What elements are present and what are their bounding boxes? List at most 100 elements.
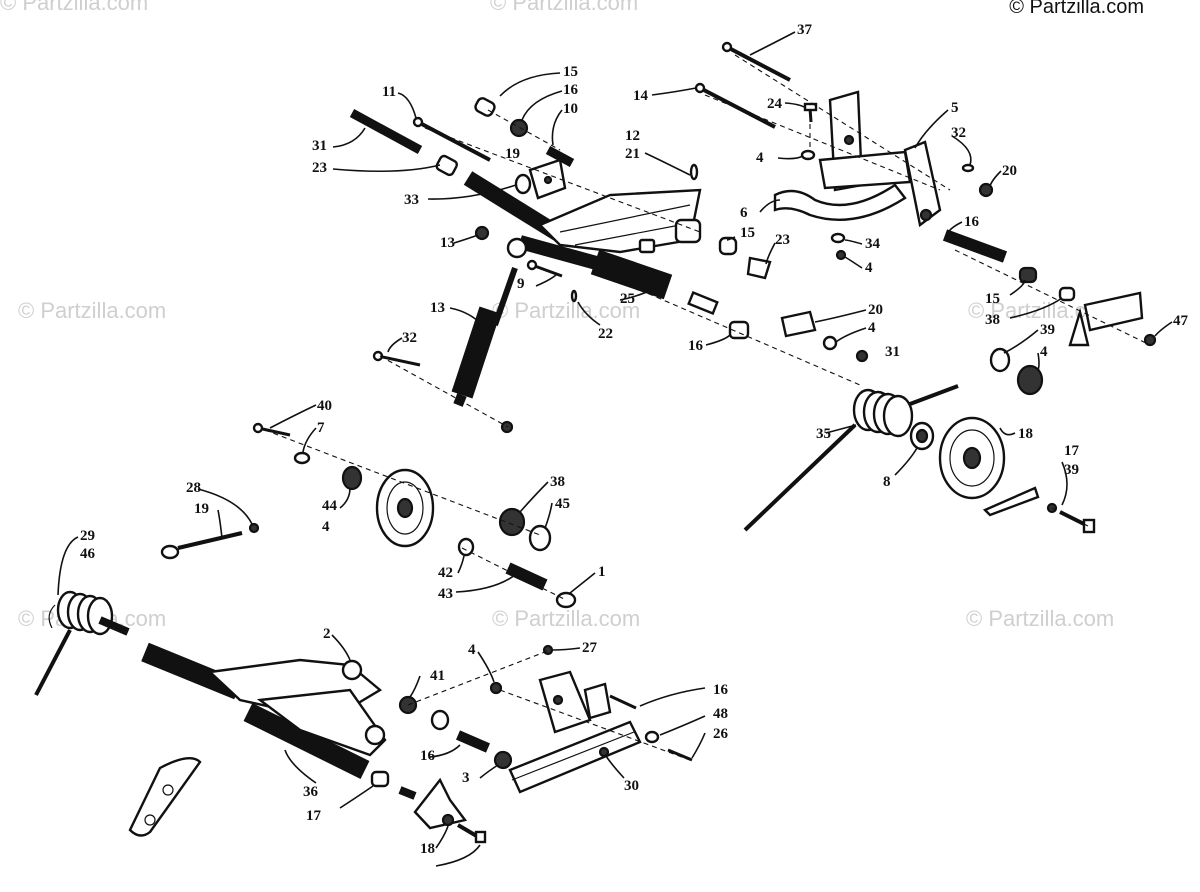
shaft-42 [505,562,548,591]
callout: 28 [186,480,201,496]
spacer-mid [687,291,719,315]
callout: 5 [951,100,959,116]
nut-9-top [689,163,699,181]
shock-9 [506,235,673,300]
callout: 34 [865,236,881,252]
callout: 35 [816,426,831,442]
bushing-lower-ring [430,709,450,731]
bushing-16-lower-b [493,750,513,770]
callout: 44 [322,498,338,514]
watermark-top-center: © Partzilla.com [490,0,639,15]
callout: 16 [420,748,436,764]
callout: 11 [382,84,396,100]
spacer-10 [545,146,575,167]
bolt-13-upper [526,259,563,278]
callout: 20 [1002,163,1017,179]
plate-22 [780,310,817,338]
callout: 15 [563,64,578,80]
callout: 25 [620,291,635,307]
callout: 4 [868,320,876,336]
washer-23-mid [830,232,846,244]
bushing-15-center [746,256,772,280]
bolt-24 [803,102,818,123]
slide-bracket-right [1068,291,1144,347]
callout: 9 [517,276,525,292]
watermark-low-right: © Partzilla.com [966,606,1115,631]
callout: 16 [563,82,579,98]
bolt-18-right [1059,510,1096,534]
callout: 39 [1040,322,1055,338]
callout: 31 [885,344,900,360]
callout: 4 [468,642,476,658]
watermark-mid-left: © Partzilla.com [18,298,167,323]
callout: 16 [713,682,729,698]
washer-23-top [800,149,816,161]
idler-wheel-44 [375,468,435,548]
bolt-13-lower [372,350,421,367]
copyright-label: © Partzilla.com [1009,0,1144,18]
callout: 16 [964,214,980,230]
callout: 7 [317,420,325,436]
callout: 29 [80,528,95,544]
callout: 3 [462,770,470,786]
washer-20-top [514,173,532,195]
callout: 13 [440,235,455,251]
bushing-31-top [435,154,459,177]
link-33 [773,183,907,221]
callout: 6 [740,205,748,221]
bushing-16-right [1018,266,1038,284]
callout: 21 [625,146,640,162]
callout: 13 [430,300,445,316]
washer-41 [644,730,660,744]
callout: 19 [194,501,209,517]
washer-46 [457,537,475,557]
bushing-31-mid [728,320,750,340]
bolt-11 [412,116,491,162]
callout: 22 [598,326,613,342]
spring-29 [34,590,130,696]
callout: 32 [951,125,966,141]
callout: 32 [402,330,417,346]
shaft-6 [942,229,1008,263]
rear-arm-1 [141,642,387,779]
pivot-bracket [538,670,612,734]
callout: 48 [713,706,728,722]
clip-32-mid [570,289,578,303]
bracket-21 [528,158,567,200]
leader-lines [57,31,1173,867]
callout: 23 [775,232,790,248]
callout: 17 [1064,443,1080,459]
callout: 40 [317,398,332,414]
callout: 38 [985,312,1000,328]
spacer-lower [398,786,417,800]
nut-4-left [474,225,490,241]
callout: 1 [598,564,606,580]
callout: 46 [80,546,96,562]
bolt-14 [694,82,776,129]
washer-43 [555,591,577,609]
callout: 26 [713,726,729,742]
nut-34 [835,249,847,261]
bolt-37 [721,41,791,82]
washer-40 [293,451,311,465]
washer-20-mid [822,335,838,351]
callout: 39 [1064,462,1079,478]
shock-25 [451,267,518,407]
slide-plate-30 [128,756,202,837]
clip-32-top [961,163,975,173]
washer-38-mid [528,524,552,552]
callout: 31 [312,138,327,154]
nut-4-lower [542,644,554,656]
bracket-lower [413,777,468,830]
callout: 8 [883,474,891,490]
callout: 38 [550,474,565,490]
callout: 37 [797,22,813,38]
callout: 24 [767,96,783,112]
callout: 14 [633,88,649,104]
callout: 4 [865,260,873,276]
bolt-18-lower [456,823,487,844]
washer-38-right [989,347,1011,373]
axle-bracket-right [982,486,1040,517]
bushing-15-right [1058,286,1076,302]
